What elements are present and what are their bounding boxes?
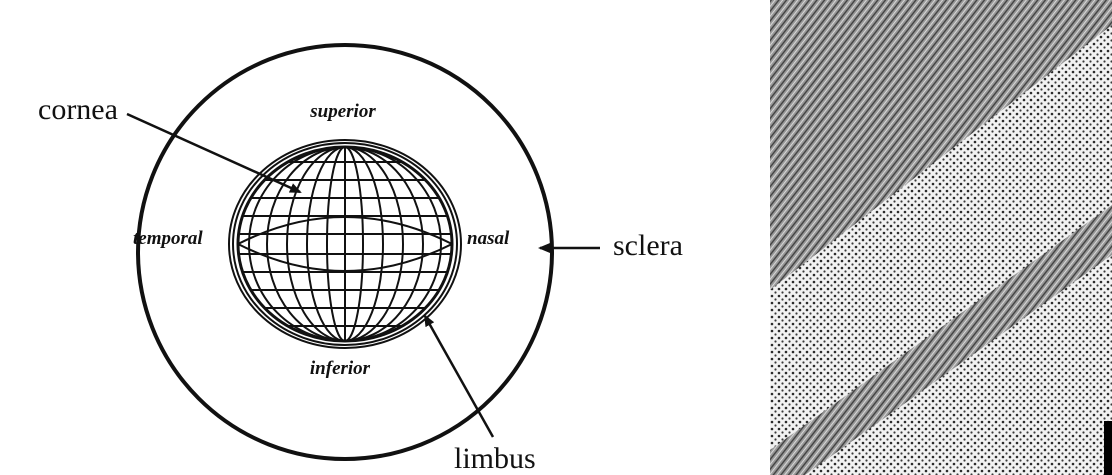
inferior-label: inferior — [310, 358, 371, 379]
limbus-label: limbus — [454, 442, 536, 475]
superior-label: superior — [309, 101, 376, 122]
scale-bar — [1104, 421, 1112, 475]
eye-diagram: superior inferior temporal nasal cornea … — [0, 0, 770, 475]
nasal-label: nasal — [467, 228, 510, 249]
collagen-micrograph — [770, 0, 1112, 475]
temporal-label: temporal — [133, 228, 203, 249]
cornea-arrow — [127, 114, 300, 192]
limbus-arrow — [425, 316, 493, 437]
cornea-label: cornea — [38, 93, 118, 126]
sclera-label: sclera — [613, 229, 683, 262]
